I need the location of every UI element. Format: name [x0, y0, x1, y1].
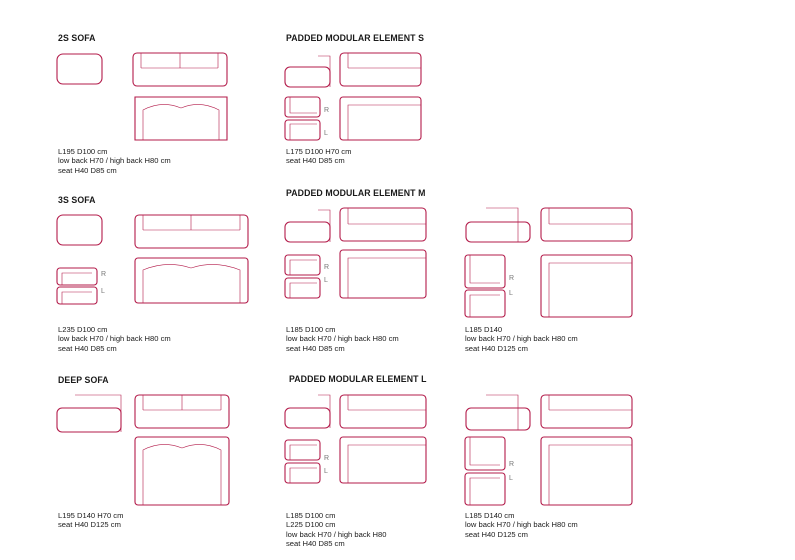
deep-sofa-top-view [134, 436, 230, 506]
spec-line: seat H40 D85 cm [58, 343, 117, 353]
specs-element-l-b: L185 D140 cm low back H70 / high back H8… [465, 511, 578, 539]
element-m-left-plan [284, 277, 321, 299]
element-l-deep-right-plan [464, 436, 506, 471]
spec-line: L195 D100 cm [58, 147, 108, 156]
title-element-s: PADDED MODULAR ELEMENT S [286, 33, 425, 44]
spec-line: L185 D100 cm [286, 325, 336, 334]
label-left-element-m-deep: L [509, 290, 513, 297]
label-right-element-l-deep: R [509, 461, 515, 468]
element-l-deep-front-view [540, 394, 633, 429]
3s-sofa-top-view [134, 257, 249, 304]
specs-element-s: L175 D100 H70 cm seat H40 D85 cm [286, 147, 351, 166]
label-right-element-m: R [324, 264, 330, 271]
label-right-element-l: R [324, 455, 330, 462]
title-3s-sofa: 3S SOFA [58, 195, 96, 206]
element-m-top-view [339, 249, 427, 299]
label-right-element-s: R [324, 107, 330, 114]
2s-sofa-front-view [132, 52, 228, 87]
deep-sofa-side-view [56, 394, 122, 433]
element-l-side-view [284, 394, 331, 429]
specs-element-m-a: L185 D100 cm low back H70 / high back H8… [286, 325, 399, 353]
element-s-right-plan [284, 96, 321, 118]
element-l-deep-side-view [465, 394, 531, 431]
title-deep-sofa: DEEP SOFA [58, 375, 109, 386]
spec-line: L235 D100 cm [58, 325, 108, 334]
spec-line: low back H70 / high back H80 cm [286, 334, 399, 344]
specs-deep-sofa: L195 D140 H70 cm seat H40 D125 cm [58, 511, 123, 530]
element-m-deep-front-view [540, 207, 633, 242]
element-l-deep-top-view [540, 436, 633, 506]
spec-line: low back H70 / high back H80 [286, 529, 387, 539]
spec-line: low back H70 / high back H80 cm [58, 334, 171, 344]
specs-element-m-b: L185 D140 low back H70 / high back H80 c… [465, 325, 578, 353]
spec-line: L185 D100 cm [286, 511, 336, 520]
spec-line: L225 D100 cm [286, 520, 336, 530]
3s-sofa-front-view [134, 214, 249, 249]
spec-line: low back H70 / high back H80 cm [58, 156, 171, 166]
spec-line: seat H40 D85 cm [286, 343, 345, 353]
3s-sofa-right-plan [56, 267, 98, 286]
element-m-deep-right-plan [464, 254, 506, 289]
title-element-l: PADDED MODULAR ELEMENT L [289, 374, 427, 385]
element-l-front-view [339, 394, 427, 429]
element-m-side-view [284, 209, 331, 243]
element-m-right-plan [284, 254, 321, 276]
spec-line: L175 D100 H70 cm [286, 147, 352, 156]
spec-line: low back H70 / high back H80 cm [465, 520, 578, 530]
title-element-m: PADDED MODULAR ELEMENT M [286, 188, 426, 199]
specs-3s-sofa: L235 D100 cm low back H70 / high back H8… [58, 325, 171, 353]
label-left-element-m: L [324, 277, 328, 284]
label-right-3s: R [101, 271, 107, 278]
label-left-element-l-deep: L [509, 475, 513, 482]
element-l-deep-left-plan [464, 472, 506, 506]
element-s-side-view [284, 55, 331, 88]
spec-line: L195 D140 H70 cm [58, 511, 124, 520]
spec-line: seat H40 D125 cm [465, 343, 528, 353]
element-s-left-plan [284, 119, 321, 141]
spec-line: L185 D140 [465, 325, 503, 334]
spec-line: seat H40 D85 cm [286, 156, 345, 166]
element-m-deep-left-plan [464, 289, 506, 318]
spec-line: seat H40 D125 cm [465, 529, 528, 539]
spec-line: L185 D140 cm [465, 511, 515, 520]
element-s-top-view [339, 96, 422, 141]
2s-sofa-side-view [56, 53, 103, 85]
element-m-front-view [339, 207, 427, 242]
specs-2s-sofa: L195 D100 cm low back H70 / high back H8… [58, 147, 171, 175]
spec-line: seat H40 D125 cm [58, 520, 121, 530]
label-left-element-l: L [324, 468, 328, 475]
2s-sofa-top-view [134, 96, 228, 141]
label-left-3s: L [101, 288, 105, 295]
3s-sofa-side-view [56, 214, 103, 246]
element-l-right-plan [284, 439, 321, 461]
spec-line: seat H40 D85 cm [58, 165, 117, 175]
title-2s-sofa: 2S SOFA [58, 33, 96, 44]
element-m-deep-side-view [465, 207, 531, 243]
spec-line: low back H70 / high back H80 cm [465, 334, 578, 344]
spec-line: seat H40 D85 cm [286, 539, 345, 549]
element-l-left-plan [284, 462, 321, 484]
specs-element-l-a: L185 D100 cm L225 D100 cm low back H70 /… [286, 511, 386, 549]
deep-sofa-front-view [134, 394, 230, 429]
element-s-front-view [339, 52, 422, 87]
element-l-top-view [339, 436, 427, 484]
element-m-deep-top-view [540, 254, 633, 318]
label-right-element-m-deep: R [509, 275, 515, 282]
label-left-element-s: L [324, 130, 328, 137]
3s-sofa-left-plan [56, 286, 98, 305]
